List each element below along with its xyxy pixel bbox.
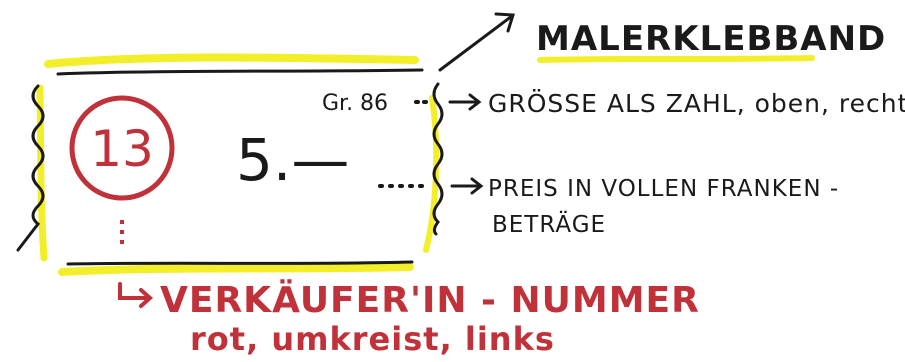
tape-left-wavy-edge <box>16 84 45 252</box>
seller-note-line1: VERKÄUFER'IN - NUMMER <box>160 279 700 321</box>
seller-number: 13 <box>90 120 154 178</box>
size-note: GRÖSSE ALS ZAHL, oben, rechts <box>488 89 905 118</box>
seller-number-circle: 13 <box>69 95 175 246</box>
seller-arrow <box>118 282 154 308</box>
price-arrow <box>450 177 484 195</box>
tape-bottom-edge <box>66 260 414 266</box>
price-note-line1: PREIS IN VOLLEN FRANKEN - <box>488 176 839 202</box>
price-value: 5.— <box>236 126 349 194</box>
tape-top-edge <box>56 68 424 76</box>
size-label: Gr. 86 <box>322 91 388 116</box>
price-note-line2: BETRÄGE <box>492 210 606 238</box>
tape-right-wavy-edge <box>432 82 444 236</box>
tape-outline <box>16 68 444 266</box>
dotted-leaders <box>378 100 432 188</box>
seller-note-line2: rot, umkreist, links <box>190 320 555 357</box>
title-arrow <box>438 12 516 72</box>
size-arrow <box>448 93 482 111</box>
tape-title: MALERKLEBBAND <box>536 19 886 59</box>
